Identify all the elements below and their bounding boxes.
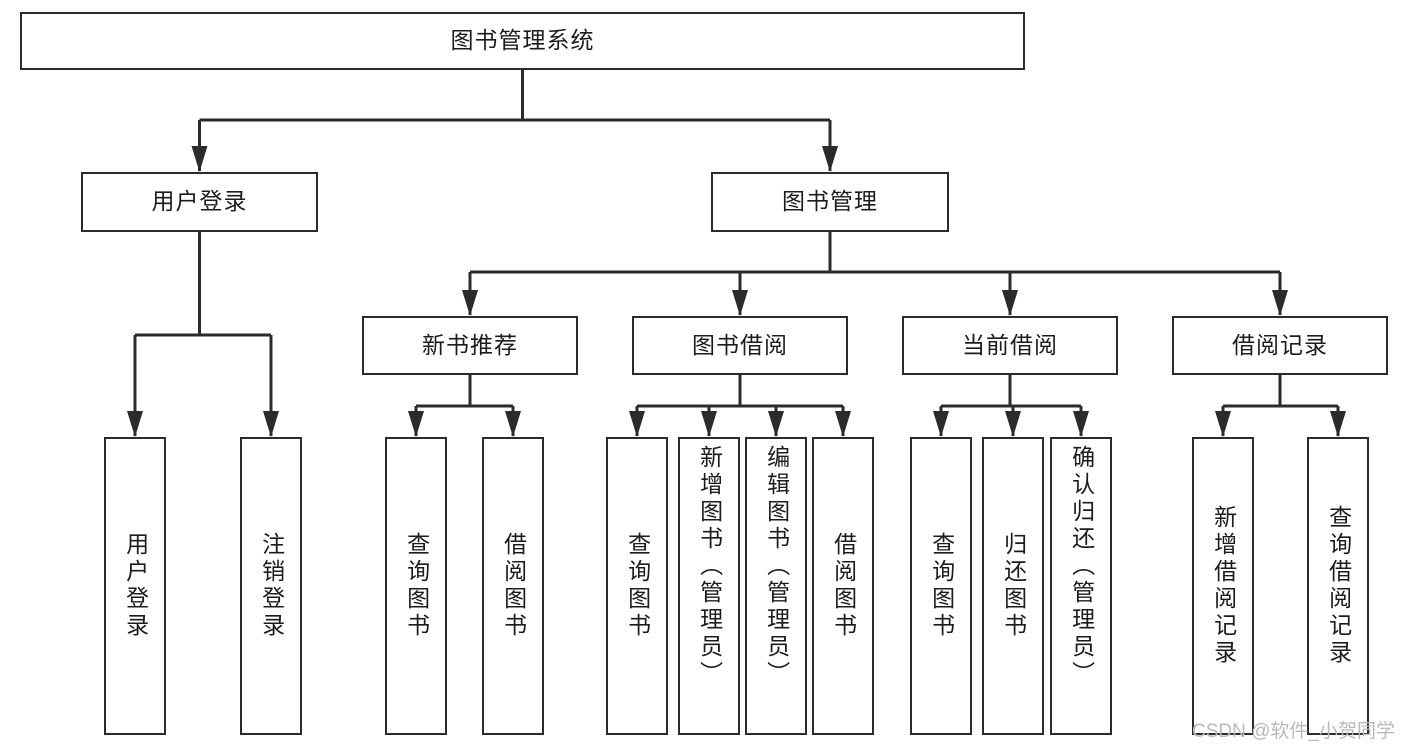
node-leaf-user-logout[interactable]: 注销登录 [240, 437, 302, 735]
arrowhead-icon [1073, 411, 1089, 437]
arrowhead-icon [1002, 290, 1018, 316]
arrowhead-icon [1272, 290, 1288, 316]
arrowhead-icon [127, 411, 143, 437]
node-label: 用户登录 [122, 532, 149, 640]
arrowhead-icon [1215, 411, 1231, 437]
arrowhead-icon [1005, 411, 1021, 437]
node-label: 新书推荐 [422, 331, 518, 358]
node-label: 图书管理 [782, 188, 878, 215]
node-book-borrow[interactable]: 图书借阅 [632, 316, 848, 375]
node-label: 查询图书 [403, 532, 430, 640]
arrowhead-icon [263, 411, 279, 437]
node-label: 注销登录 [258, 532, 285, 640]
arrowhead-icon [732, 290, 748, 316]
arrowhead-icon [1330, 411, 1346, 437]
node-label: 图书管理系统 [450, 27, 595, 54]
node-leaf-query-book-current[interactable]: 查询图书 [910, 437, 972, 735]
node-leaf-borrow-book-new[interactable]: 借阅图书 [482, 437, 544, 735]
node-label: 查询借阅记录 [1325, 505, 1352, 667]
node-user-login[interactable]: 用户登录 [81, 172, 318, 232]
arrowhead-icon [835, 411, 851, 437]
node-leaf-edit-book[interactable]: 编辑图书（管理员） [745, 437, 807, 735]
node-label: 确认归还（管理员） [1068, 445, 1095, 688]
node-borrow-record[interactable]: 借阅记录 [1172, 316, 1388, 375]
node-label: 新增图书（管理员） [696, 445, 723, 688]
node-leaf-query-record[interactable]: 查询借阅记录 [1307, 437, 1369, 735]
node-root[interactable]: 图书管理系统 [20, 12, 1025, 70]
node-leaf-query-book-new[interactable]: 查询图书 [385, 437, 447, 735]
node-label: 借阅图书 [500, 532, 527, 640]
node-label: 新增借阅记录 [1210, 505, 1237, 667]
node-leaf-confirm-return[interactable]: 确认归还（管理员） [1050, 437, 1112, 735]
node-leaf-user-login[interactable]: 用户登录 [104, 437, 166, 735]
arrowhead-icon [408, 411, 424, 437]
node-label: 当前借阅 [962, 331, 1058, 358]
node-new-book-recommend[interactable]: 新书推荐 [362, 316, 578, 375]
node-label: 用户登录 [151, 188, 248, 215]
arrowhead-icon [701, 411, 717, 437]
node-label: 图书借阅 [692, 331, 788, 358]
node-label: 查询图书 [928, 532, 955, 640]
node-label: 编辑图书（管理员） [763, 445, 790, 688]
node-leaf-return-book[interactable]: 归还图书 [982, 437, 1044, 735]
arrowhead-icon [768, 411, 784, 437]
node-leaf-add-book[interactable]: 新增图书（管理员） [678, 437, 740, 735]
arrowhead-icon [933, 411, 949, 437]
arrowhead-icon [191, 146, 208, 172]
node-label: 借阅图书 [830, 532, 857, 640]
node-leaf-borrow-book[interactable]: 借阅图书 [812, 437, 874, 735]
arrowhead-icon [822, 146, 838, 172]
node-book-management[interactable]: 图书管理 [711, 172, 949, 232]
arrowhead-icon [629, 411, 645, 437]
node-current-borrow[interactable]: 当前借阅 [902, 316, 1118, 375]
node-label: 借阅记录 [1232, 331, 1328, 358]
node-leaf-add-record[interactable]: 新增借阅记录 [1192, 437, 1254, 735]
watermark-text: CSDN @软件_小贺同学 [1192, 721, 1395, 742]
arrowhead-icon [505, 411, 521, 437]
arrowhead-icon [462, 290, 478, 316]
node-label: 查询图书 [624, 532, 651, 640]
node-leaf-query-book-borrow[interactable]: 查询图书 [606, 437, 668, 735]
node-label: 归还图书 [1000, 532, 1027, 640]
